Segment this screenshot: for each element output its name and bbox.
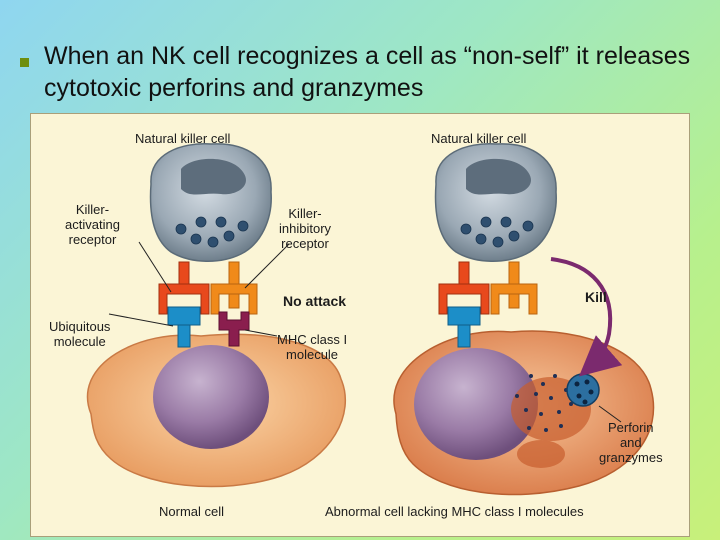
diagram-canvas xyxy=(86,143,655,496)
nk-cell-label-left: Natural killer cell xyxy=(135,131,231,146)
activating-receptor-left xyxy=(158,261,210,315)
kill-arrow xyxy=(550,257,623,377)
inhibitory-receptor-left xyxy=(210,261,258,315)
nk-right-granules xyxy=(460,216,534,248)
nk-cell-left-nucleus xyxy=(181,158,246,195)
leader-lines-left xyxy=(108,241,290,337)
kill-label: Kill xyxy=(585,289,607,305)
activating-receptor-label: Killer- activating receptor xyxy=(65,202,120,247)
perforin-dots xyxy=(515,374,573,432)
mhc-molecule-left xyxy=(218,311,250,347)
inhibitory-receptor-label: Killer- inhibitory receptor xyxy=(279,206,332,251)
slide-bullet-text: When an NK cell recognizes a cell as “no… xyxy=(44,42,691,102)
ubiquitous-molecule-left xyxy=(167,306,201,348)
ubiquitous-molecule-right xyxy=(447,306,481,348)
abnormal-cell-nucleus xyxy=(414,348,538,460)
nk-left-granules xyxy=(175,216,249,248)
normal-cell-nucleus xyxy=(153,345,269,449)
ubiquitous-molecule-label: Ubiquitous molecule xyxy=(49,319,111,349)
inhibitory-receptor-right xyxy=(490,261,538,315)
no-attack-label: No attack xyxy=(283,293,347,309)
activating-receptor-right xyxy=(438,261,490,315)
abnormal-cell-label: Abnormal cell lacking MHC class I molecu… xyxy=(325,504,584,519)
nk-cell-diagram: Natural killer cell Natural killer cell … xyxy=(30,113,690,537)
released-granule xyxy=(566,373,600,407)
perforin-leader xyxy=(598,405,622,423)
bullet-marker xyxy=(20,58,29,67)
mhc-class-i-label: MHC class I molecule xyxy=(277,332,348,362)
normal-cell-label: Normal cell xyxy=(159,504,225,519)
nk-cell-right-nucleus xyxy=(466,158,531,195)
nk-cell-label-right: Natural killer cell xyxy=(431,131,527,146)
perforin-granzymes-label: Perforin and granzymes xyxy=(599,420,663,465)
